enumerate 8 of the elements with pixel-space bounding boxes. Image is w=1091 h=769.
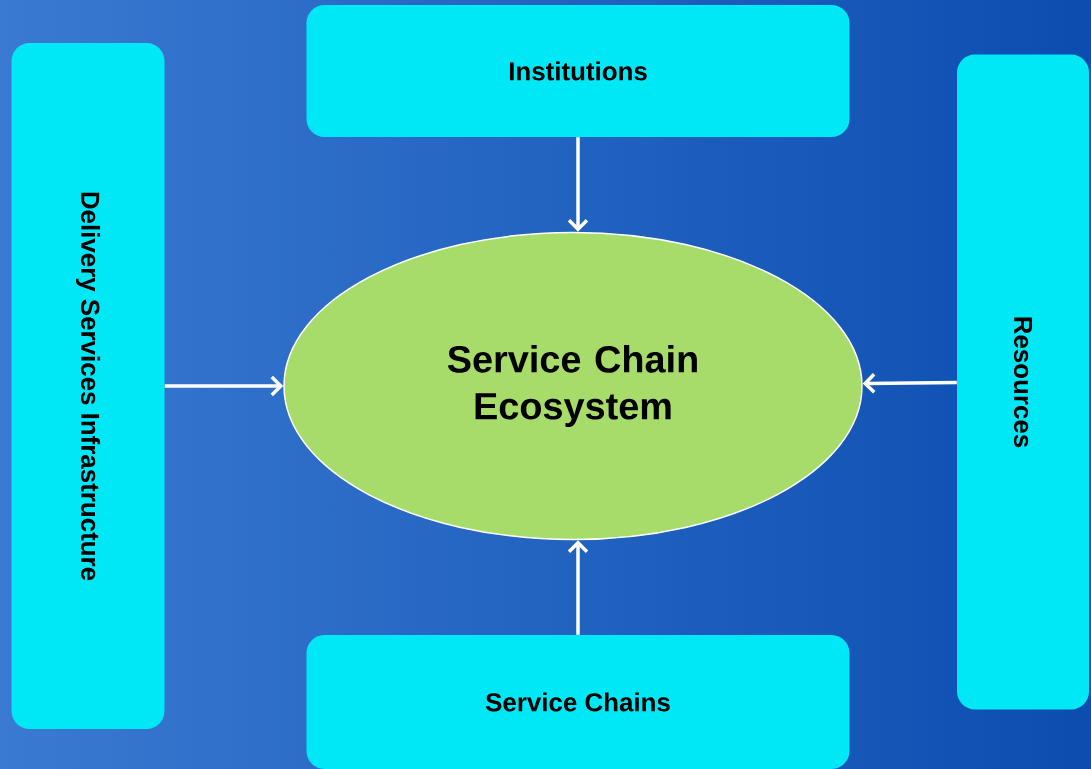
chains-box: Service Chains xyxy=(306,635,850,769)
institutions-box: Institutions xyxy=(306,5,850,137)
arrow xyxy=(567,540,589,635)
vertical-box: Delivery Services Infrastructure xyxy=(11,43,165,729)
arrow xyxy=(164,375,284,397)
arrow xyxy=(862,373,957,394)
arrow xyxy=(567,137,589,232)
vertical-box: Resources xyxy=(957,54,1089,710)
